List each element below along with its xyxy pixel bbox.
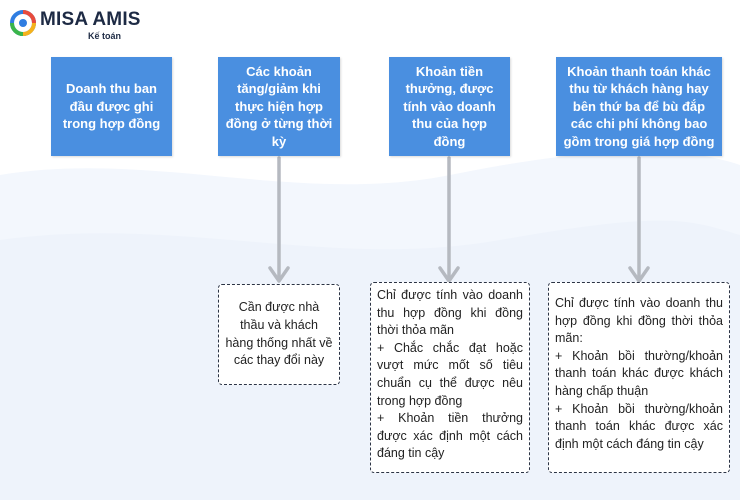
note-2-line-1: Chỉ được tính vào doanh thu hợp đồng khi… [377, 288, 523, 338]
box-other-claims-text: Khoản thanh toán khác thu từ khách hàng … [563, 63, 715, 149]
note-1-line-1: Cần được nhà thầu và khách hàng thống nh… [225, 300, 333, 368]
box-contract-variations: Các khoản tăng/giảm khi thực hiện hợp đồ… [218, 57, 340, 156]
note-incentive-conditions: Chỉ được tính vào doanh thu hợp đồng khi… [370, 282, 530, 473]
note-2-line-2: + Chắc chắc đạt hoặc vượt mức mốt số tiê… [377, 340, 523, 408]
box-contract-variations-text: Các khoản tăng/giảm khi thực hiện hợp đồ… [225, 63, 333, 149]
note-3-line-2: + Khoản bồi thường/khoản thanh toán khác… [555, 348, 723, 398]
note-claims-conditions: Chỉ được tính vào doanh thu hợp đồng khi… [548, 282, 730, 473]
misa-logo-icon [10, 10, 36, 36]
note-3-line-1: Chỉ được tính vào doanh thu hợp đồng khi… [555, 296, 723, 346]
note-3-line-3: + Khoản bồi thường/khoản thanh toán khác… [555, 401, 723, 451]
note-variations-condition: Cần được nhà thầu và khách hàng thống nh… [218, 284, 340, 385]
box-initial-revenue-text: Doanh thu ban đầu được ghi trong hợp đồn… [62, 81, 161, 132]
note-2-line-3: + Khoản tiền thưởng được xác định một cá… [377, 411, 523, 461]
box-initial-revenue: Doanh thu ban đầu được ghi trong hợp đồn… [51, 57, 172, 156]
box-incentive-payments-text: Khoản tiền thưởng, được tính vào doanh t… [403, 63, 496, 149]
logo-brand-text: MISA AMIS [40, 9, 141, 30]
box-other-claims: Khoản thanh toán khác thu từ khách hàng … [556, 57, 722, 156]
logo-product-text: Kế toán [88, 31, 122, 41]
misa-amis-logo: MISA AMIS Kế toán [10, 8, 140, 42]
box-incentive-payments: Khoản tiền thưởng, được tính vào doanh t… [389, 57, 510, 156]
